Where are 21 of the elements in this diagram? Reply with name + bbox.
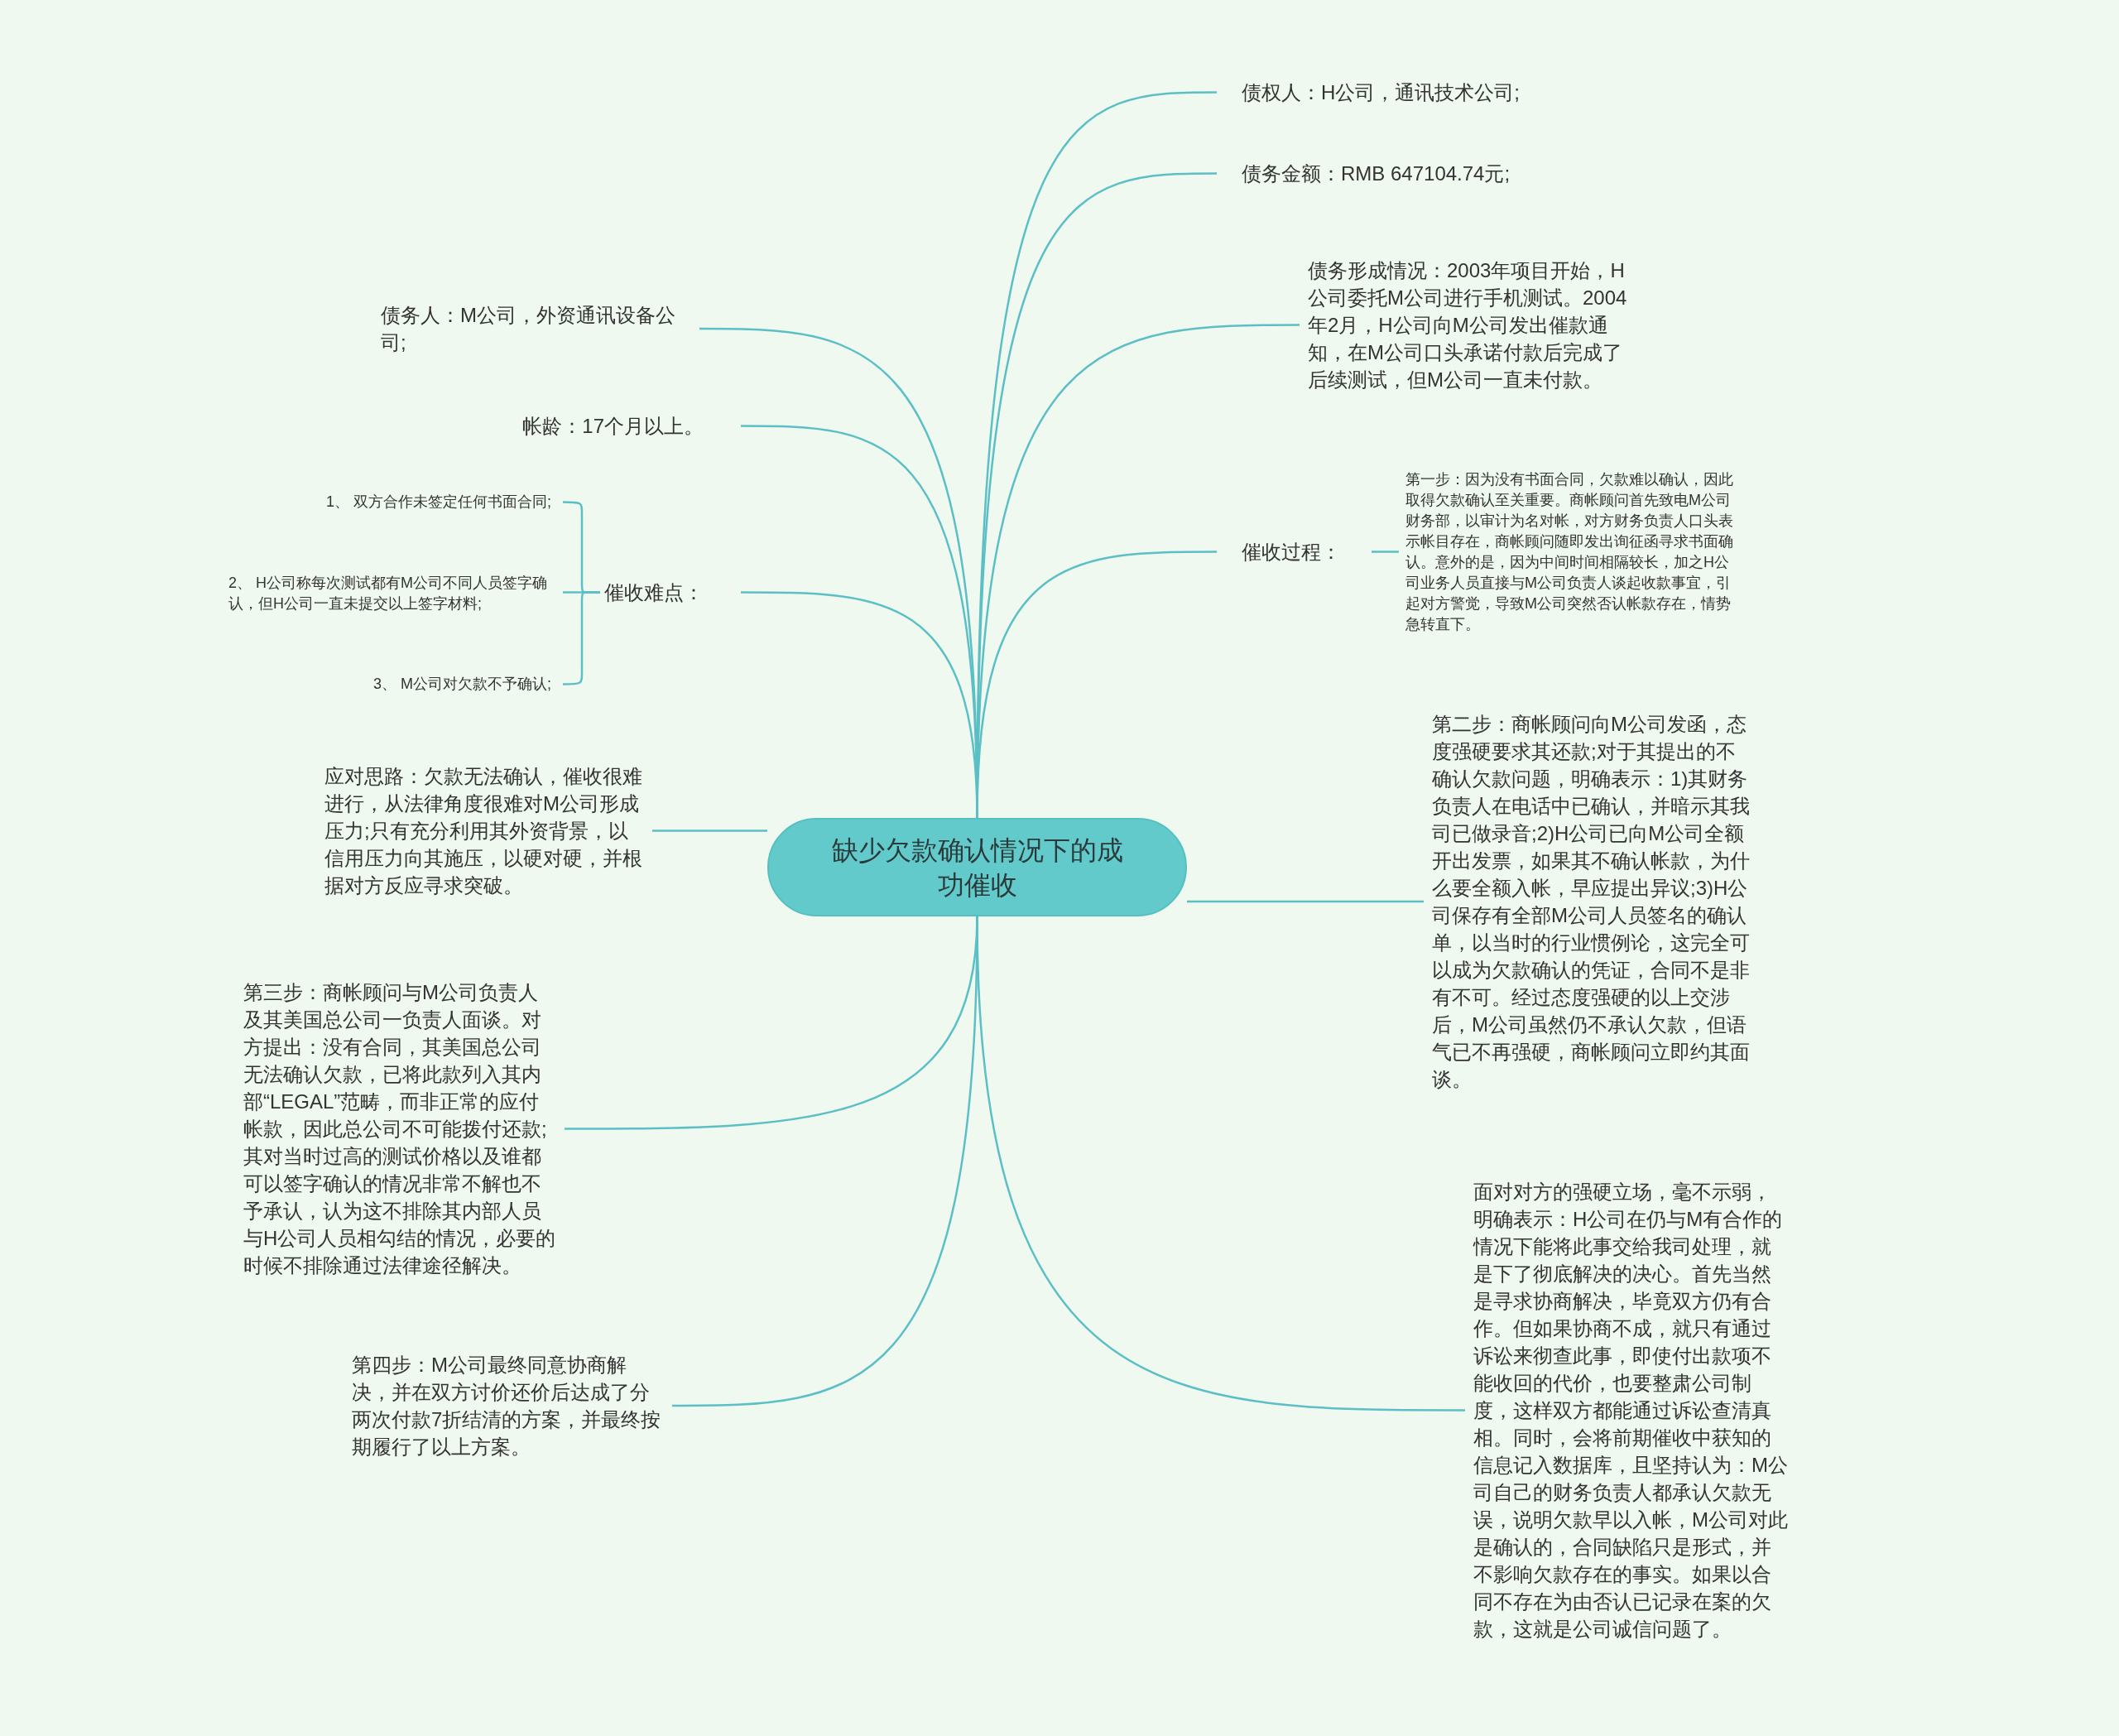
topic-text: 1、 双方合作未签定任何书面合同; [290,492,563,512]
topic-text: 第一步：因为没有书面合同，欠款难以确认，因此取得欠款确认至关重要。商帐顾问首先致电M公司财务部，以审计为名对帐，对方财务负责人口头表示帐目存在，商帐顾问随即发出询征函寻求书面确认。意外的是，因为中间时间相隔较长，加之H公司业务人员直接与M公司负责人谈起收款事宜，引起对方警觉，导致M公司突然否认帐款存在，情势急转直下。 [1399,469,1738,635]
topic-text: 第二步：商帐顾问向M公司发函，态度强硬要求其还款;对于其提出的不确认欠款问题，明确表示：1)其财务负责人在电话中已确认，并暗示其我司已做录音;2)H公司已向M公司全额开出发票，如果其不确认帐款，为什么要全额入帐，早应提出异议;3)H公司保存有全部M公司人员签名的确认单，以当时的行业惯例论，这完全可以成为欠款确认的凭证，合同不是非有不可。经过态度强硬的以上交涉后，M公司虽然仍不承认欠款，但语气已不再强硬，商帐顾问立即约其面谈。 [1424,710,1753,1093]
topic-text: 债权人：H公司，通讯技术公司; [1217,79,1680,106]
connector-line [1187,900,1424,903]
topic-text: 第四步：M公司最终同意协商解决，并在双方讨价还价后达成了分两次付款7折结清的方案，并最终按期履行了以上方案。 [352,1351,672,1460]
topic-text: 债务金额：RMB 647104.74元; [1217,160,1680,187]
connector-line [672,916,978,1407]
topic-text: 第三步：商帐顾问与M公司负责人及其美国总公司一负责人面谈。对方提出：没有合同，其美国总公司无法确认欠款，已将此款列入其内部“LEGAL”范畴，而非正常的应付帐款，因此总公司不可能拨付还款;其对当时过高的测试价格以及谁都可以签字确认的情况非常不解也不予承认，认为这不排除其内部人员与H公司人员相勾结的情况，必要的时候不排除通过法律途径解决。 [243,979,565,1279]
central-topic: 缺少欠款确认情况下的成功催收 [767,818,1187,916]
topic-text: 面对对方的强硬立场，毫不示弱，明确表示：H公司在仍与M有合作的情况下能将此事交给我司处理，就是下了彻底解决的决心。首先当然是寻求协商解决，毕竟双方仍有合作。但如果协商不成，就只有通过诉讼来彻查此事，即使付出款项不能收回的代价，也要整肃公司制度，这样双方都能通过诉讼查清真相。同时，会将前期催收中获知的信息记入数据库，且坚持认为：M公司自己的财务负责人都承认欠款无误，说明欠款早以入帐，M公司对此是确认的，合同缺陷只是形式，并不影响欠款存在的事实。如果以合同不存在为由否认已记录在案的欠款，这就是公司诚信问题了。 [1465,1178,1788,1642]
topic-text: 帐龄：17个月以上。 [493,412,741,440]
topic-text: 3、 M公司对欠款不予确认; [290,674,563,695]
topic-text: 应对思路：欠款无法确认，催收很难进行，从法律角度很难对M公司形成压力;只有充分利用其外资背景，以信用压力向其施压，以硬对硬，并根据对方反应寻求突破。 [324,762,652,899]
topic-text: 债务人：M公司，外资通讯设备公司; [381,301,699,356]
connector-line [652,830,767,832]
topic-text: 2、 H公司称每次测试都有M公司不同人员签字确认，但H公司一直未提交以上签字材料; [228,573,563,614]
topic-text: 催收过程： [1217,538,1372,565]
topic-text: 催收难点： [600,579,741,606]
connector-line [1372,551,1399,553]
topic-text: 债务形成情况：2003年项目开始，H公司委托M公司进行手机测试。2004年2月，H公司向M公司发出催款通知，在M公司口头承诺付款后完成了后续测试，但M公司一直未付款。 [1300,257,1631,393]
